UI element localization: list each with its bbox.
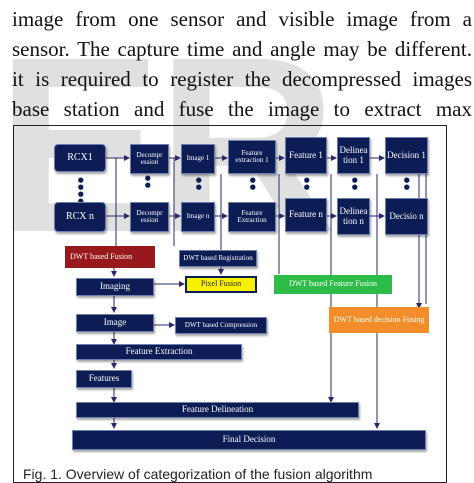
- rcx-n-block: RCX n: [54, 202, 106, 232]
- ellipsis-dots-image: ••: [194, 172, 204, 197]
- dwt-compression-block: DWT based Compression: [175, 317, 267, 334]
- image-n-block: Image n: [181, 202, 215, 232]
- features-block: Features: [76, 370, 132, 388]
- feature-extraction-1-block: Feature extraction 1: [228, 140, 276, 174]
- figure-caption: Fig. 1. Overview of categorization of th…: [23, 466, 373, 482]
- body-paragraph: image from one sensor and visible image …: [12, 4, 472, 124]
- decision-1-block: Decision 1: [385, 137, 428, 174]
- image-block: Image: [76, 314, 154, 332]
- feature-extraction-block: Feature Extraction: [76, 344, 242, 360]
- decompression-1-block: Decompr ession: [130, 144, 169, 174]
- image-1-block: Image 1: [181, 144, 215, 174]
- decompression-n-block: Decompr ession: [130, 202, 169, 232]
- final-decision-block: Final Decision: [72, 430, 426, 450]
- imaging-block: Imaging: [76, 278, 154, 296]
- paragraph-line-1: image from one sensor and visible image …: [12, 7, 472, 31]
- pixel-fusion-block: Pixel Fusion: [185, 276, 257, 293]
- feature-extraction-n-block: Feature Extraction: [228, 202, 276, 232]
- rcx1-block: RCX1: [54, 144, 106, 172]
- paragraph-line-3: it is required to register the decompres…: [12, 67, 472, 91]
- paragraph-line-2: sensor. The capture time and angle may b…: [12, 37, 472, 61]
- ellipsis-dots-feature: ••: [302, 172, 312, 197]
- paragraph-line-4: base station and fuse the image to extra…: [12, 97, 472, 121]
- fusion-diagram-figure: RCX1 Decompr ession Image 1 Feature extr…: [13, 125, 447, 483]
- dwt-registration-block: DWT based Registration: [179, 250, 257, 267]
- ellipsis-dots-decision: ••: [402, 172, 412, 197]
- ellipsis-dots-featext: ••: [248, 172, 258, 197]
- ellipsis-dots-decomp: ••: [143, 170, 153, 195]
- feature-n-block: Feature n: [285, 198, 327, 232]
- dwt-decision-fusing-block: DWT based decision Fusing: [329, 307, 429, 333]
- decision-n-block: Decisio n: [385, 198, 428, 235]
- ellipsis-dots-delin: ••: [350, 172, 360, 197]
- feature-1-block: Feature 1: [285, 137, 327, 174]
- delineation-1-block: Delinea tion 1: [337, 137, 370, 174]
- diagram-connectors: [106, 155, 427, 429]
- dwt-feature-fusion-block: DWT based Feature Fusion: [274, 275, 392, 294]
- feature-delineation-block: Feature Delineation: [76, 402, 359, 418]
- delineation-n-block: Delinea tion n: [337, 198, 370, 235]
- dwt-fusion-block: DWT based Fusion: [65, 246, 155, 268]
